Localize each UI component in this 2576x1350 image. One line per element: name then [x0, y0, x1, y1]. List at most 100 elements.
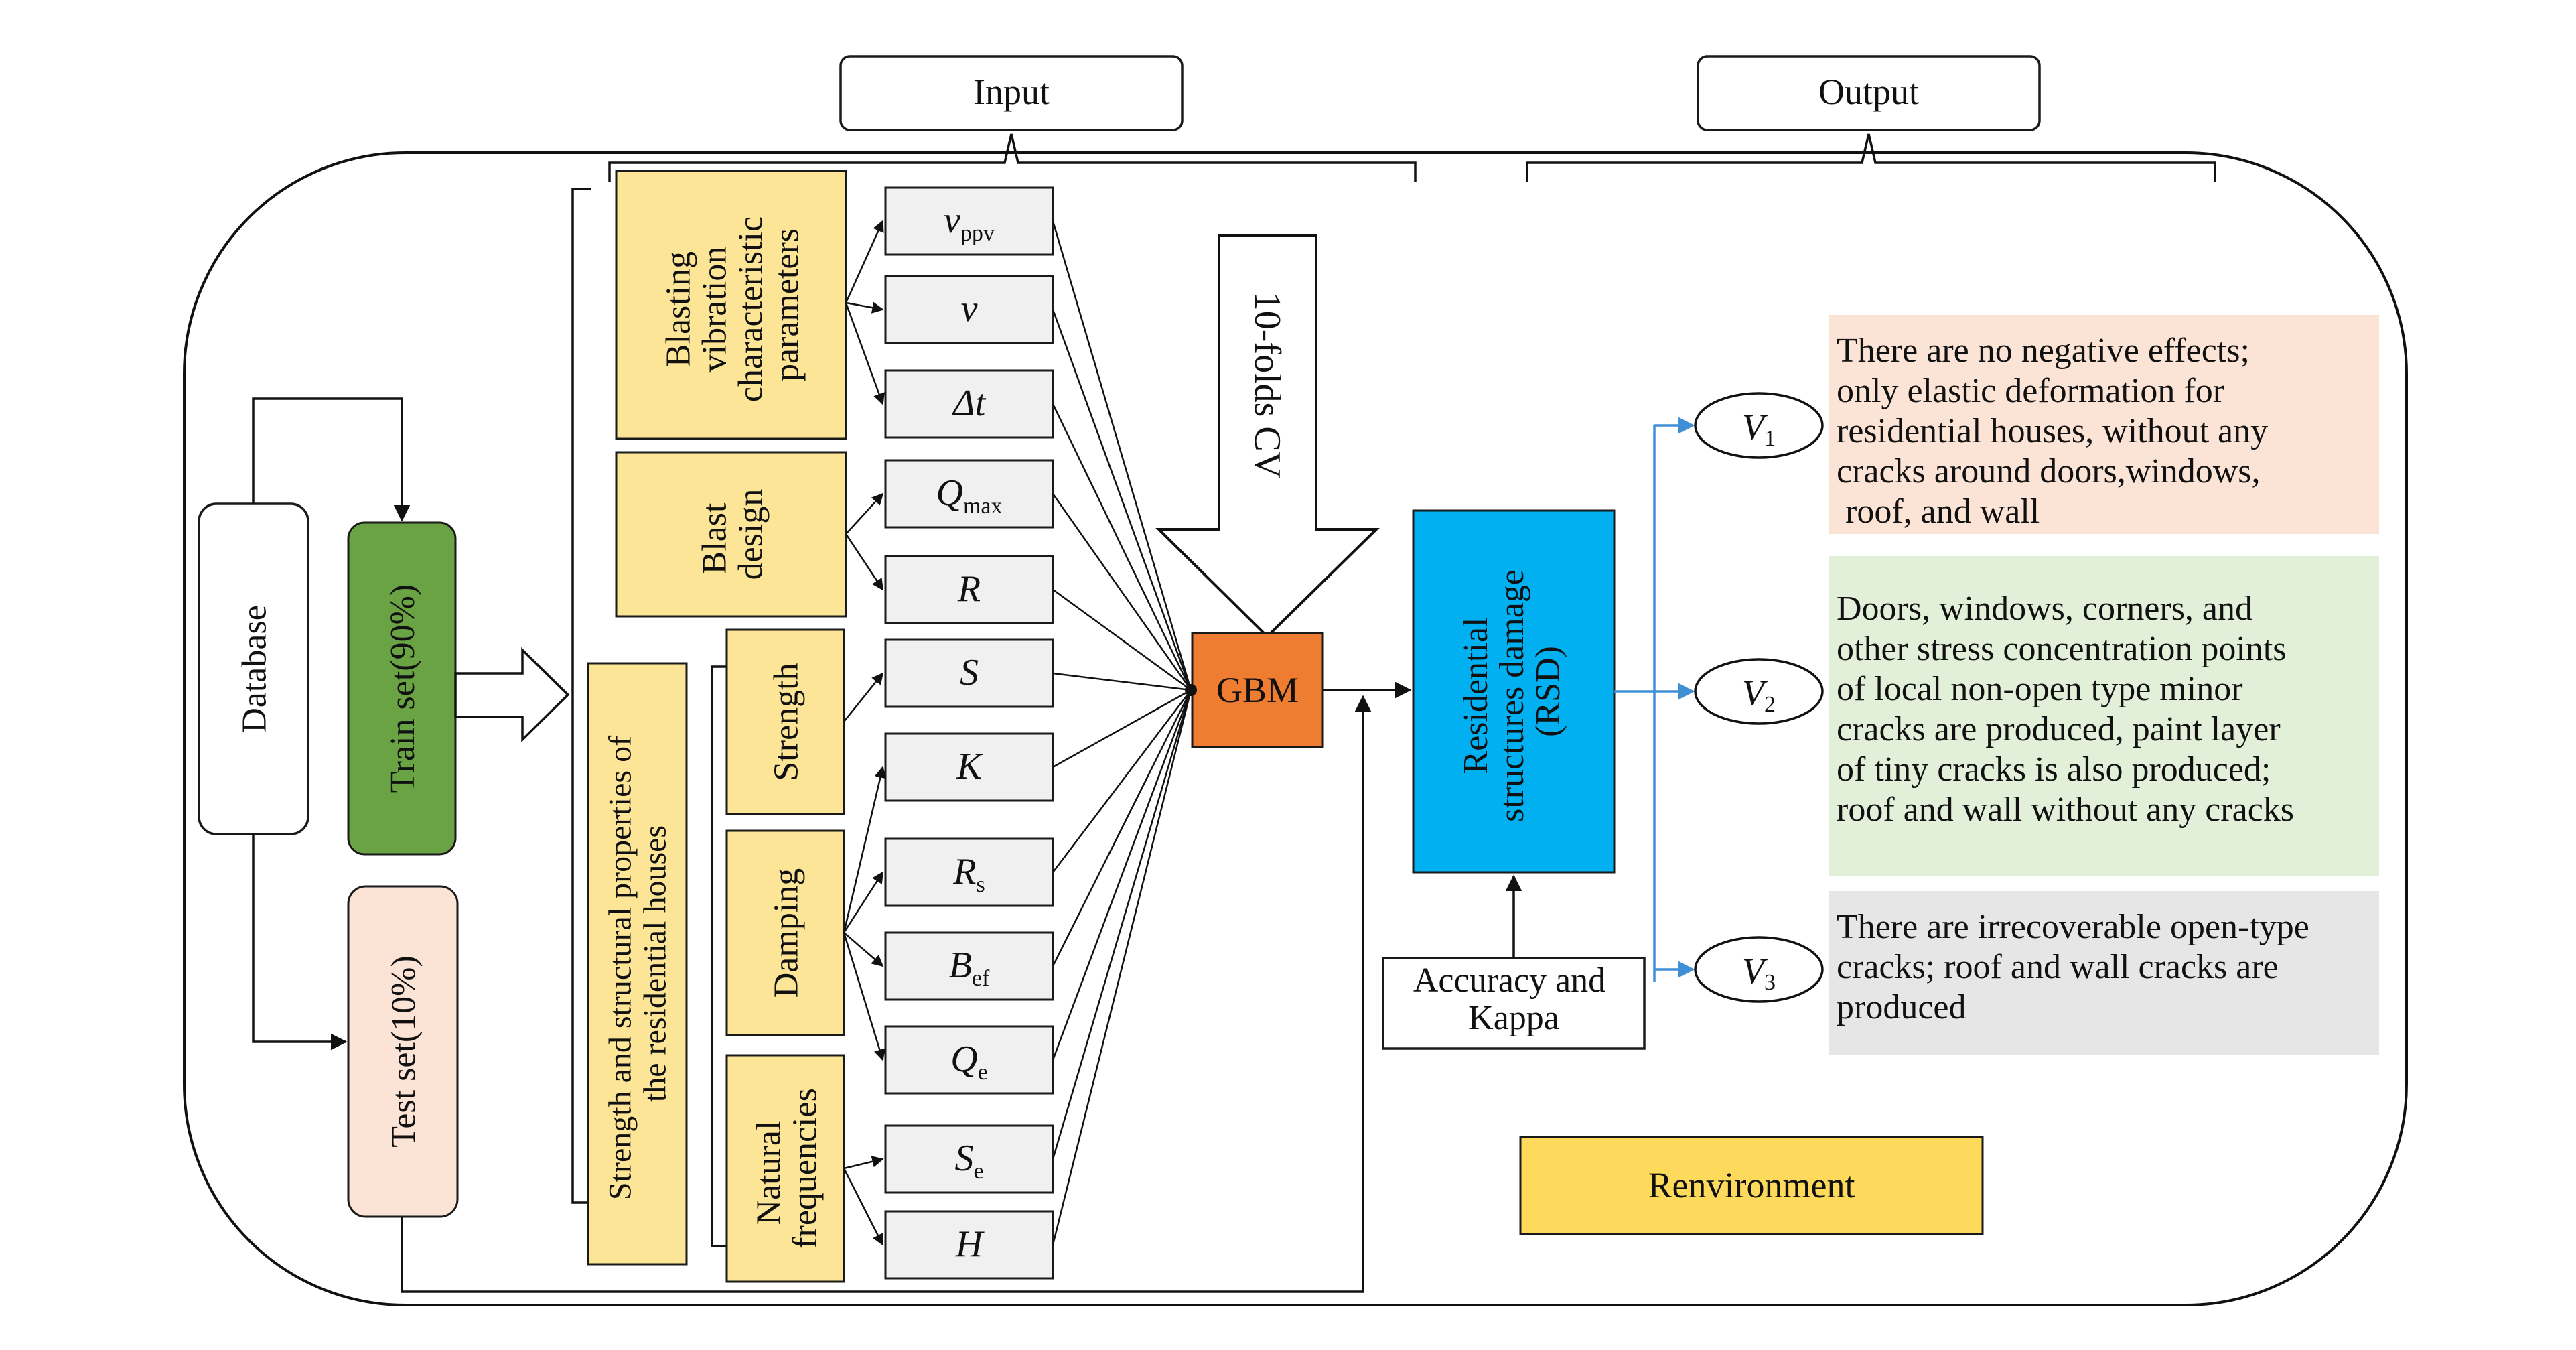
group-arrow	[843, 1168, 884, 1246]
train-to-inputs-hollow-arrow	[454, 647, 570, 743]
parameter-to-gbm-line	[1052, 220, 1192, 691]
accuracy-kappa-label: Accuracy and Kappa	[1413, 961, 1614, 1037]
parameter-label: Qmax	[936, 472, 1003, 519]
outer-frame	[183, 151, 2408, 1306]
natural-frequencies-label: Natural frequencies	[750, 1088, 825, 1249]
parameter-to-gbm-line	[1052, 309, 1192, 691]
input-group-bracket	[571, 188, 591, 1204]
legend-box	[1519, 1136, 1984, 1235]
parameter-to-gbm-line	[1052, 689, 1192, 873]
parameter-to-gbm-line	[1052, 689, 1192, 768]
damage-level-label: V3	[1742, 951, 1776, 995]
damage-level-label: V2	[1742, 673, 1776, 717]
database-label: Database	[236, 605, 274, 733]
parameter-to-gbm-line	[1052, 672, 1192, 691]
cv-label: 10-folds CV	[1246, 292, 1288, 478]
damage-level-node	[1694, 658, 1824, 725]
gbm-label: GBM	[1216, 670, 1299, 710]
damage-level-description-box	[1829, 891, 2379, 1055]
parameter-label: S	[960, 652, 979, 693]
parameter-label: H	[955, 1223, 985, 1265]
damage-level-description: There are no negative effects;only elast…	[1837, 332, 2268, 531]
group-arrow	[843, 766, 886, 933]
natural-frequencies-box	[725, 1054, 845, 1283]
damage-level-node	[1694, 936, 1824, 1003]
group-arrow	[845, 220, 884, 303]
database-to-test-arrow	[252, 834, 348, 1051]
damage-levels: V1 There are no negative effects;only ela…	[1694, 315, 2379, 1055]
damage-level-description-box	[1829, 315, 2379, 534]
group-arrow	[845, 301, 884, 314]
test-to-rsd-connector	[401, 695, 1372, 1293]
parameter-label: Qe	[950, 1038, 988, 1085]
parameter-label: Se	[954, 1138, 983, 1184]
group-arrow	[843, 672, 884, 722]
database-to-train-arrow	[252, 397, 411, 522]
group-arrow	[843, 932, 885, 1061]
parameter-box	[884, 459, 1054, 529]
parameter-label: ν	[961, 288, 978, 330]
damage-level-label: V1	[1742, 407, 1776, 451]
parameter-to-gbm-line	[1052, 689, 1192, 967]
blast-design-box	[615, 451, 847, 618]
parameter-label: K	[956, 746, 983, 787]
parameter-to-gbm-line	[1052, 689, 1192, 1160]
strength-properties-box	[587, 662, 688, 1266]
parameter-box	[884, 1124, 1054, 1194]
strength-label: Strength	[768, 663, 806, 781]
parameter-label: R	[957, 568, 981, 610]
parameter-label: Bef	[949, 945, 990, 991]
blast-design-label: Blast design	[696, 489, 770, 580]
input-brace	[608, 133, 1417, 182]
parameter-box	[884, 1025, 1054, 1095]
parameter-to-gbm-line	[1052, 588, 1192, 691]
group-arrow	[845, 533, 884, 591]
test-set-label: Test set(10%)	[385, 955, 423, 1148]
group-arrow	[843, 932, 884, 967]
rsd-label: Residential structures damage (RSD)	[1457, 561, 1567, 822]
parameter-to-gbm-line	[1052, 689, 1192, 1061]
parameter-box	[884, 732, 1054, 802]
output-header-label: Output	[1818, 72, 1919, 112]
parameter-box	[884, 638, 1054, 708]
subgroup-bracket	[711, 665, 727, 1247]
parameter-box	[884, 186, 1054, 256]
output-brace	[1526, 133, 2216, 182]
parameter-label: Δt	[952, 383, 987, 424]
blasting-parameters-label: Blasting vibration characteristic parame…	[660, 208, 806, 402]
parameter-to-gbm-line	[1052, 689, 1192, 1245]
accuracy-kappa-box	[1382, 957, 1646, 1050]
parameter-box	[884, 1210, 1054, 1280]
group-arrow	[843, 871, 884, 933]
parameter-label: vppv	[944, 200, 995, 246]
output-header-box	[1697, 55, 2041, 131]
gbm-input-junction	[1185, 684, 1197, 696]
parameter-to-gbm-line	[1052, 493, 1192, 691]
parameter-box	[884, 931, 1054, 1001]
group-arrow	[845, 302, 885, 405]
rsd-box	[1412, 509, 1616, 874]
parameter-label: Rs	[952, 851, 985, 897]
parameter-to-gbm-lines	[1052, 220, 1192, 1245]
group-arrow	[845, 492, 884, 535]
legend-label: Renvironment	[1648, 1165, 1855, 1205]
parameter-box	[884, 837, 1054, 907]
parameter-to-gbm-line	[1052, 403, 1192, 691]
parameter-box	[884, 555, 1054, 624]
cv-down-arrow	[1155, 234, 1380, 638]
damping-box	[725, 829, 845, 1036]
strength-box	[725, 628, 845, 815]
rsd-output-trunk	[1614, 425, 1656, 982]
group-arrow	[843, 1156, 884, 1170]
damping-label: Damping	[768, 868, 806, 998]
group-to-parameter-arrows	[843, 220, 886, 1246]
parameter-box	[884, 369, 1054, 439]
damage-level-description-box	[1829, 556, 2379, 876]
input-header-label: Input	[973, 72, 1050, 112]
parameter-box	[884, 275, 1054, 344]
strength-properties-label: Strength and structural properties of th…	[603, 728, 673, 1200]
